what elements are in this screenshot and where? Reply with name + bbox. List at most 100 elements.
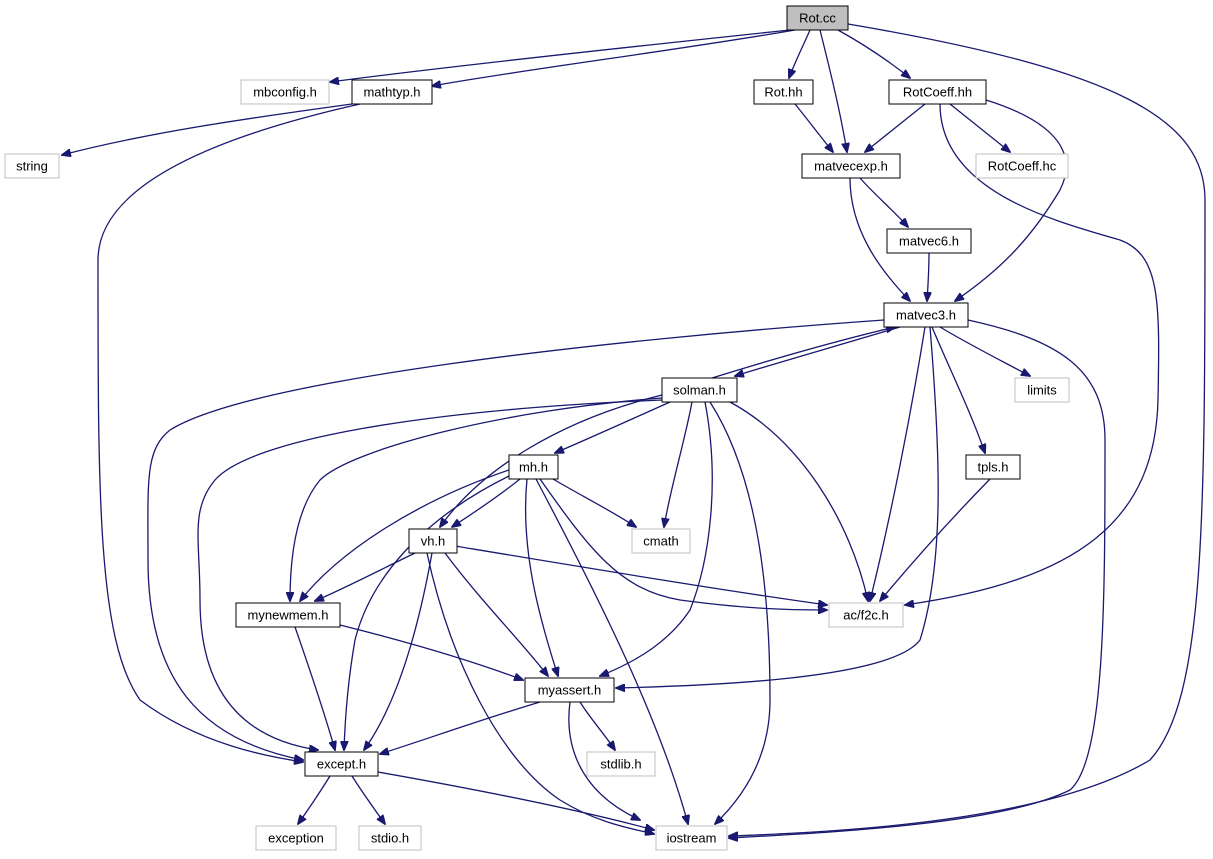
node-box (4, 153, 60, 179)
node-box (888, 79, 987, 105)
node-matvec6-h[interactable]: matvec6.h (886, 228, 972, 254)
node-label: exception (268, 831, 324, 846)
edge-rot-cc-to-iostream (729, 23, 1206, 836)
edge-solman-h-to-mh-h (555, 401, 671, 453)
edge-mh-h-to-cmath (552, 478, 636, 527)
edge-except-h-to-stdio-h (351, 775, 385, 824)
node-except-h[interactable]: except.h (304, 751, 379, 777)
node-label: ac/f2c.h (843, 608, 889, 623)
edge-myassert-h-to-iostream (568, 701, 640, 820)
edge-mh-h-to-except-h (344, 475, 510, 750)
node-box (1014, 377, 1070, 403)
edge-rot-cc-to-mbconfig-h (330, 29, 791, 82)
edge-vh-h-to-ac-f2c-h (454, 545, 827, 605)
edge-rot-cc-to-rot-hh (789, 29, 811, 78)
node-mh-h[interactable]: mh.h (508, 454, 559, 480)
edge-solman-h-to-myassert-h (600, 401, 713, 676)
edge-vh-h-to-except-h (364, 552, 433, 750)
node-box (828, 602, 904, 628)
node-box (886, 228, 972, 254)
edge-myassert-h-to-stdlib-h (579, 701, 615, 750)
edge-rot-cc-to-rotcoeff-hh (837, 29, 910, 78)
edge-solman-h-to-iostream (709, 401, 771, 824)
edge-mh-h-to-myassert-h (524, 478, 558, 676)
edge-rotcoeff-hh-to-matvecexp-h (865, 103, 926, 152)
edge-matvec3-h-to-solman-h (735, 326, 901, 376)
node-box (661, 377, 738, 403)
edge-rotcoeff-hh-to-rotcoeff-hc (949, 103, 1010, 152)
edge-matvecexp-h-to-matvec3-h (849, 177, 910, 301)
node-box (304, 751, 379, 777)
edge-matvec3-h-to-limits (939, 326, 1030, 376)
node-limits: limits (1014, 377, 1070, 403)
edge-matvec3-h-to-myassert-h (616, 326, 939, 688)
edge-mh-h-to-iostream (535, 478, 688, 824)
node-string: string (4, 153, 60, 179)
edge-tpls-h-to-ac-f2c-h (880, 478, 991, 601)
edge-matvec3-h-to-tpls-h (931, 326, 985, 453)
node-label: vh.h (421, 534, 446, 549)
edge-vh-h-to-myassert-h (444, 552, 548, 676)
node-label: mh.h (519, 460, 548, 475)
node-label: mbconfig.h (253, 85, 317, 100)
node-label: mathtyp.h (363, 85, 420, 100)
node-box (586, 751, 656, 777)
node-box (508, 454, 559, 480)
node-box (801, 153, 901, 179)
node-label: RotCoeff.hc (988, 159, 1057, 174)
node-box (655, 825, 728, 851)
node-mbconfig-h: mbconfig.h (240, 79, 330, 105)
node-label: except.h (317, 757, 366, 772)
node-rot-cc: Rot.cc (786, 5, 849, 31)
node-box (351, 79, 433, 105)
node-box (753, 79, 814, 105)
node-label: matvec6.h (899, 234, 959, 249)
edge-solman-h-to-ac-f2c-h (729, 401, 868, 601)
edge-rot-hh-to-matvecexp-h (794, 103, 833, 152)
node-rotcoeff-hc: RotCoeff.hc (975, 153, 1069, 179)
node-label: tpls.h (977, 460, 1008, 475)
edge-except-h-to-exception (298, 775, 331, 824)
node-tpls-h[interactable]: tpls.h (965, 454, 1021, 480)
edge-except-h-to-iostream (377, 771, 654, 830)
node-label: iostream (667, 831, 717, 846)
node-box (255, 825, 337, 851)
node-label: RotCoeff.hh (903, 85, 972, 100)
node-solman-h[interactable]: solman.h (661, 377, 738, 403)
node-box (786, 5, 849, 31)
node-label: limits (1027, 383, 1057, 398)
node-box (408, 528, 458, 554)
node-label: solman.h (673, 383, 726, 398)
node-label: myassert.h (538, 683, 602, 698)
node-box (235, 602, 341, 628)
edge-matvecexp-h-to-matvec6-h (859, 177, 908, 227)
edge-vh-h-to-mynewmem-h (315, 552, 416, 601)
edge-matvec6-h-to-matvec3-h (927, 252, 929, 301)
node-matvecexp-h[interactable]: matvecexp.h (801, 153, 901, 179)
edges-layer (62, 23, 1206, 838)
node-box (358, 825, 422, 851)
edge-rotcoeff-hh-to-ac-f2c-h (905, 103, 1160, 605)
edge-rot-cc-to-matvecexp-h (819, 29, 847, 152)
node-rotcoeff-hh[interactable]: RotCoeff.hh (888, 79, 987, 105)
node-label: cmath (643, 534, 678, 549)
edge-solman-h-to-cmath (664, 401, 693, 527)
node-box (975, 153, 1069, 179)
node-rot-hh[interactable]: Rot.hh (753, 79, 814, 105)
node-mynewmem-h[interactable]: mynewmem.h (235, 602, 341, 628)
node-matvec3-h[interactable]: matvec3.h (883, 302, 969, 328)
edge-mh-h-to-vh-h (452, 478, 521, 527)
edge-mh-h-to-ac-f2c-h (539, 478, 827, 610)
edge-matvec3-h-to-iostream (729, 319, 1106, 838)
edge-solman-h-to-except-h (197, 399, 663, 750)
edge-solman-h-to-matvec3-h (711, 327, 895, 379)
node-myassert-h[interactable]: myassert.h (524, 677, 615, 703)
node-stdio-h: stdio.h (358, 825, 422, 851)
edge-matvec3-h-to-except-h (147, 319, 885, 760)
node-mathtyp-h[interactable]: mathtyp.h (351, 79, 433, 105)
node-label: mynewmem.h (248, 608, 329, 623)
node-vh-h[interactable]: vh.h (408, 528, 458, 554)
edge-myassert-h-to-except-h (380, 701, 541, 754)
